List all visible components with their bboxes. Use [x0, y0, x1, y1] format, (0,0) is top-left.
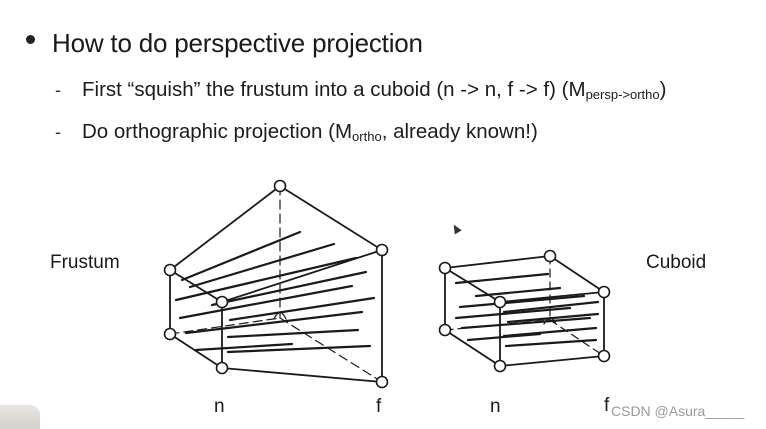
cuboid-vertices — [438, 249, 611, 373]
frustum-edges — [169, 185, 383, 383]
frustum-label: Frustum — [50, 252, 120, 273]
cuboid-squish-lines — [454, 272, 600, 348]
slide-heading: How to do perspective projection — [52, 28, 423, 58]
dash-marker: - — [55, 122, 61, 142]
dash-marker: - — [55, 80, 61, 100]
bullet-ortho-text: Do orthographic projection (M — [82, 120, 353, 143]
frustum-vertices — [163, 179, 389, 389]
bullet-ortho-subscript: ortho — [352, 129, 382, 144]
bullet-ortho-tail: , already known!) — [381, 120, 538, 143]
cuboid-near-label: n — [490, 396, 501, 417]
cuboid-far-label: f — [604, 395, 610, 416]
watermark: CSDN @Asura_____ — [611, 403, 745, 419]
bullet-squish-subscript: persp->ortho — [585, 87, 660, 102]
bullet-squish: First “squish” the frustum into a cuboid… — [82, 78, 666, 102]
frustum-squish-lines — [174, 230, 376, 354]
bullet-squish-tail: ) — [659, 78, 667, 101]
cuboid-edges — [444, 255, 605, 367]
frustum-figure — [163, 179, 389, 389]
bullet-ortho: Do orthographic projection (Mortho, alre… — [82, 120, 538, 144]
frustum-far-label: f — [376, 396, 382, 417]
frustum-hidden-edges — [169, 185, 383, 383]
bullet-squish-text: First “squish” the frustum into a cuboid… — [82, 78, 586, 101]
frustum-near-label: n — [214, 396, 225, 417]
bullet-dot — [26, 35, 35, 44]
cuboid-label: Cuboid — [646, 252, 707, 273]
corner-decoration — [0, 405, 40, 429]
cuboid-figure — [438, 249, 611, 373]
